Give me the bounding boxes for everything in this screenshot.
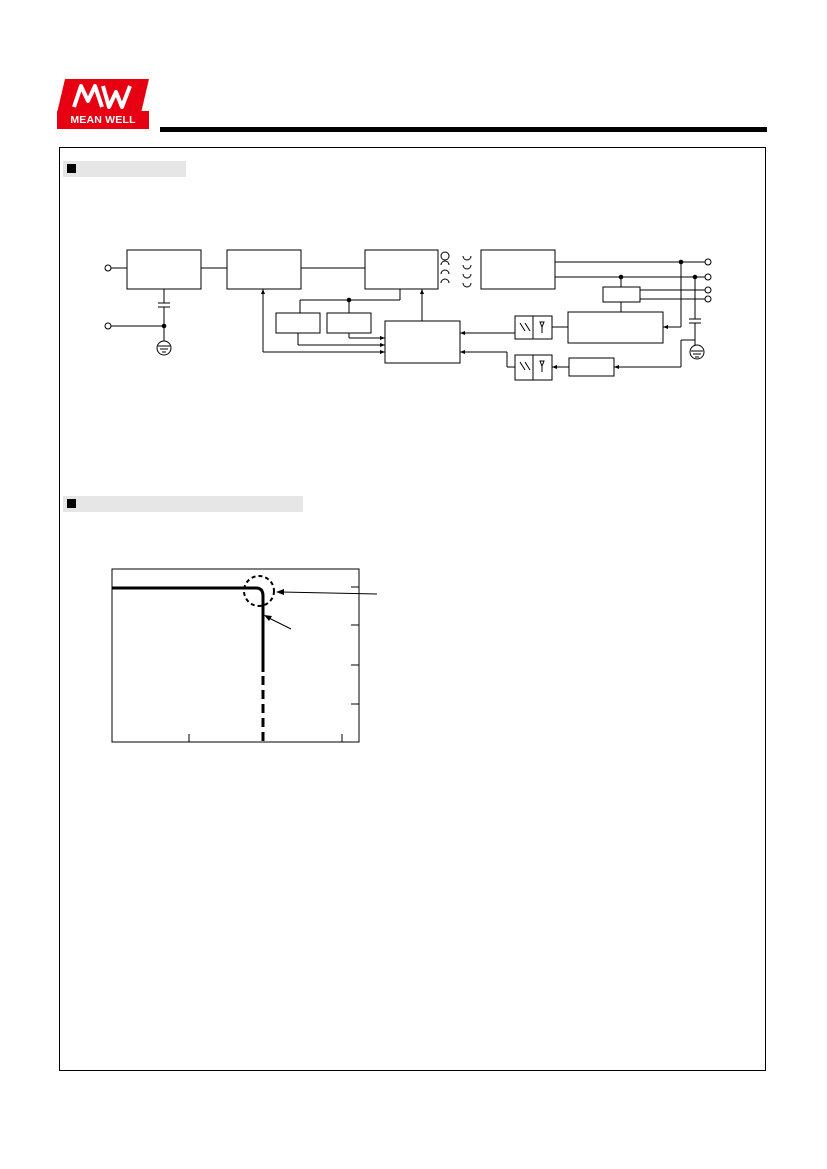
page-frame	[59, 147, 766, 1071]
transformer-primary-icon	[440, 251, 450, 284]
section-header-block-diagram	[63, 161, 186, 177]
section-bullet-icon	[67, 499, 76, 508]
output-terminal-1	[704, 258, 712, 266]
mean-well-logo: MEAN WELL	[57, 79, 149, 131]
section-bullet-icon	[67, 164, 76, 173]
rectifier-block	[226, 249, 302, 290]
chart-plot-area	[111, 568, 360, 743]
earth-ground-icon	[156, 340, 172, 356]
output-ground-icon	[689, 344, 705, 360]
section-header-derating-curve	[63, 496, 303, 512]
logo-wordmark: MEAN WELL	[57, 111, 149, 129]
output-curve-solid	[112, 586, 265, 672]
header-rule	[160, 127, 767, 132]
knee-highlight-circle	[243, 575, 275, 607]
knee-annotation-arrow	[280, 591, 378, 595]
power-switching-block	[364, 249, 439, 290]
output-rectifier-block	[480, 249, 556, 290]
output-terminal-2	[704, 273, 712, 281]
slope-annotation-arrow	[266, 616, 292, 630]
transformer-secondary-icon	[462, 255, 472, 288]
